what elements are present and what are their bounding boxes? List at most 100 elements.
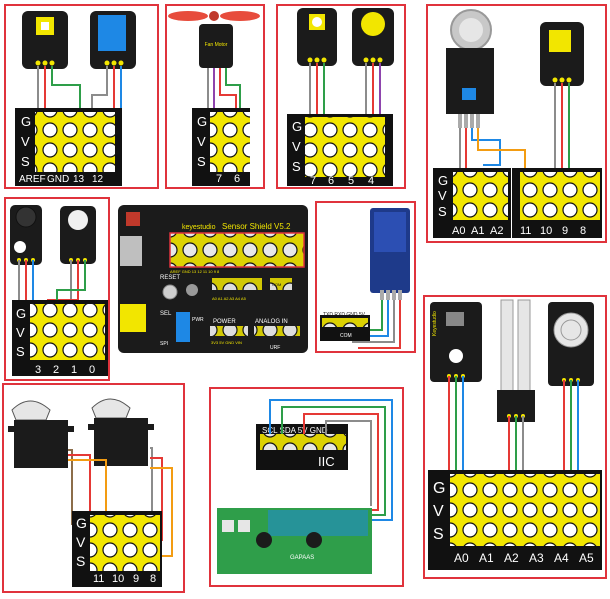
panel-leds: G V S 7 6 5 4 <box>276 4 406 189</box>
led-module-icon <box>352 8 394 66</box>
pin-label: 13 <box>73 174 85 185</box>
servo-icon <box>8 400 74 468</box>
pin-label: A4 <box>554 551 569 565</box>
pin-label: 5 <box>348 175 354 187</box>
row-label-g: G <box>21 114 31 129</box>
panel-analog-sensors: Keyestudio G V S A0 A1 A2 A3 A4 <box>423 295 607 579</box>
pin-label: 6 <box>328 175 334 187</box>
shield-pwr-label: PWR <box>192 317 204 323</box>
bluetooth-com-label: COM <box>340 333 352 339</box>
row-label-v: V <box>21 134 30 149</box>
buzzer-icon <box>10 205 42 265</box>
row-label-g: G <box>292 119 302 134</box>
panel-lcd: SCL SDA 5V GND IIC GAPAAS <box>209 387 404 587</box>
row-label-v: V <box>292 139 301 154</box>
pin-label: A3 <box>529 551 544 565</box>
row-label-s: S <box>76 553 85 569</box>
bluetooth-icon <box>370 208 410 300</box>
row-label-g: G <box>16 306 26 321</box>
panel-frame <box>423 295 607 579</box>
pin-label: 9 <box>562 225 568 237</box>
pin-label: 11 <box>520 225 531 237</box>
panel-servos: G V S 11 10 9 8 <box>2 383 185 593</box>
panel-frame <box>165 4 265 189</box>
usb-port <box>120 236 142 266</box>
shield-spi-label: SPI <box>160 341 168 347</box>
pin-label: 0 <box>89 364 95 376</box>
pin-label: A1 <box>471 225 484 237</box>
shield-analog-pins: A0 A1 A2 A3 A4 A5 <box>212 296 247 301</box>
row-label-s: S <box>16 344 25 359</box>
sensor-brand: Keyestudio <box>432 311 438 336</box>
row-label-v: V <box>433 503 444 520</box>
panel-frame <box>4 197 110 381</box>
shield-digital-pins: AREF GND 13 12 11 10 9 8 <box>170 269 220 274</box>
header-pins <box>35 112 115 172</box>
shield-power-label: POWER <box>213 319 236 325</box>
row-label-v: V <box>76 534 86 550</box>
photocell-icon: Keyestudio <box>430 302 482 382</box>
row-label-g: G <box>197 114 207 129</box>
iic-label: IIC <box>318 454 335 469</box>
row-label-v: V <box>16 325 25 340</box>
row-label-s: S <box>433 526 444 543</box>
panel-frame <box>276 4 406 189</box>
panel-fan: Fan Motor G V S 7 6 <box>165 4 265 189</box>
gas-sensor-icon <box>446 9 494 128</box>
pin-label: 4 <box>368 175 374 187</box>
led-module-icon <box>540 22 584 86</box>
row-label-s: S <box>197 154 206 169</box>
servo-icon <box>88 398 154 466</box>
pin-label: A2 <box>504 551 519 565</box>
shield-name: Sensor Shield V5.2 <box>222 222 291 231</box>
steam-sensor-icon <box>548 302 594 386</box>
pin-label: 12 <box>92 174 104 185</box>
shield-com-label: COM <box>272 282 281 287</box>
pin-label: A0 <box>454 551 469 565</box>
panel-gas: G V S A0 A1 A2 11 10 9 8 <box>426 4 607 243</box>
row-label-g: G <box>433 480 445 497</box>
shield-reset-label: RESET <box>160 275 180 281</box>
button-module-icon <box>22 11 68 69</box>
pin-label: 3 <box>35 364 41 376</box>
row-label-g: G <box>76 515 87 531</box>
panel-frame <box>426 4 607 243</box>
pin-label: 9 <box>133 573 139 585</box>
sensor-shield-board: keyestudio Sensor Shield V5.2 AREF GND 1… <box>118 205 308 353</box>
power-jack <box>120 304 146 332</box>
pin-label: 1 <box>71 364 77 376</box>
reset-switch <box>162 284 178 300</box>
pin-label: AREF <box>19 174 46 185</box>
row-label-g: G <box>438 173 448 188</box>
shield-urf-label: URF <box>270 345 280 351</box>
pin-label: A5 <box>579 551 594 565</box>
pin-label: 2 <box>53 364 59 376</box>
shield-brand: keyestudio <box>182 224 216 231</box>
row-label-v: V <box>197 134 206 149</box>
pin-label: 6 <box>234 173 240 185</box>
iic-header-label: SCL SDA 5V GND <box>262 426 328 435</box>
fan-motor-icon: Fan Motor <box>168 11 260 68</box>
pin-label: 7 <box>216 173 222 185</box>
pin-label: A1 <box>479 551 494 565</box>
pin-label: GND <box>47 174 69 185</box>
shield-sel-label: SEL <box>160 311 172 317</box>
panel-bluetooth: TXD RXD GND 5V COM <box>315 201 416 353</box>
reset-button <box>126 212 140 226</box>
fan-module-label: Fan Motor <box>205 42 228 48</box>
lcd-brand: GAPAAS <box>290 555 314 561</box>
panel-frame <box>209 387 404 587</box>
pin-label: 10 <box>540 225 552 237</box>
shield-analog-label: ANALOG IN <box>255 319 288 325</box>
pin-label: 10 <box>112 573 124 585</box>
pin-label: 7 <box>310 175 316 187</box>
panel-button-relay: G V S AREF GND 13 12 <box>4 4 159 189</box>
pin-label: 8 <box>150 573 156 585</box>
pin-label: A2 <box>490 225 503 237</box>
row-label-s: S <box>21 154 30 169</box>
lcd-icon: GAPAAS <box>217 508 372 574</box>
soil-sensor-icon <box>497 299 535 422</box>
panel-frame <box>4 4 159 189</box>
pin-label: A0 <box>452 225 465 237</box>
